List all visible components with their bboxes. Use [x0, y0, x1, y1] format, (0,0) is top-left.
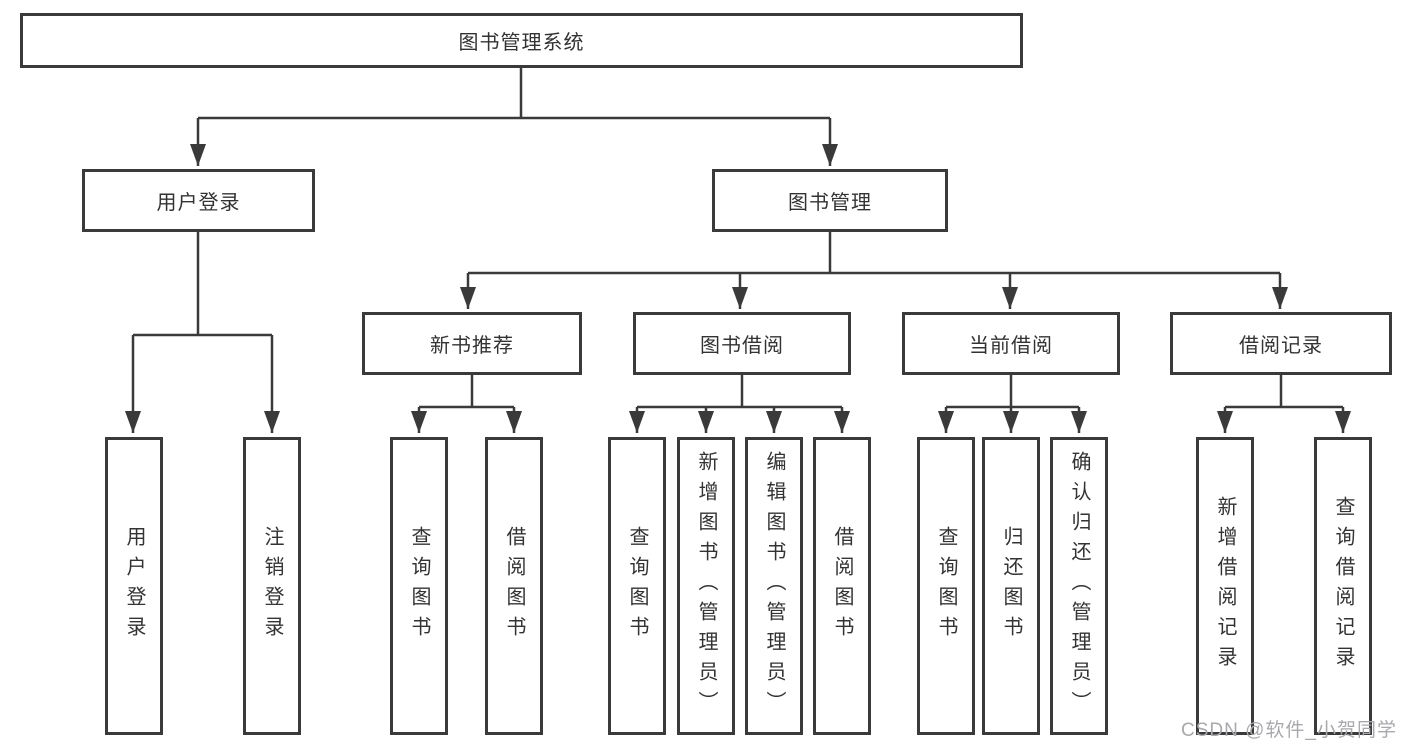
leaf-query-books-current: 查询图书	[917, 437, 975, 735]
leaf-confirm-return-admin: 确认归还（管理员）	[1050, 437, 1108, 735]
leaf-query-books-recommend: 查询图书	[390, 437, 448, 735]
leaf-query-borrow-record: 查询借阅记录	[1314, 437, 1372, 735]
node-book-borrowing: 图书借阅	[633, 312, 851, 375]
leaf-return-books: 归还图书	[982, 437, 1040, 735]
leaf-logout: 注销登录	[243, 437, 301, 735]
leaf-add-borrow-record: 新增借阅记录	[1196, 437, 1254, 735]
node-current-borrowing: 当前借阅	[902, 312, 1120, 375]
leaf-borrow-books: 借阅图书	[813, 437, 871, 735]
leaf-edit-books-admin: 编辑图书（管理员）	[745, 437, 803, 735]
edge-trunks	[133, 68, 1343, 409]
node-new-book-recommend: 新书推荐	[362, 312, 582, 375]
node-user-login: 用户登录	[82, 169, 315, 232]
leaf-query-books-borrowing: 查询图书	[608, 437, 666, 735]
node-borrowing-records: 借阅记录	[1170, 312, 1392, 375]
edge-arrows	[125, 118, 1351, 433]
csdn-watermark: CSDN @软件_小贺同学	[1181, 720, 1397, 741]
node-library-system: 图书管理系统	[20, 13, 1023, 68]
leaf-add-books-admin: 新增图书（管理员）	[677, 437, 735, 735]
leaf-user-login: 用户登录	[105, 437, 163, 735]
leaf-borrow-books-recommend: 借阅图书	[485, 437, 543, 735]
node-book-management: 图书管理	[712, 169, 948, 232]
